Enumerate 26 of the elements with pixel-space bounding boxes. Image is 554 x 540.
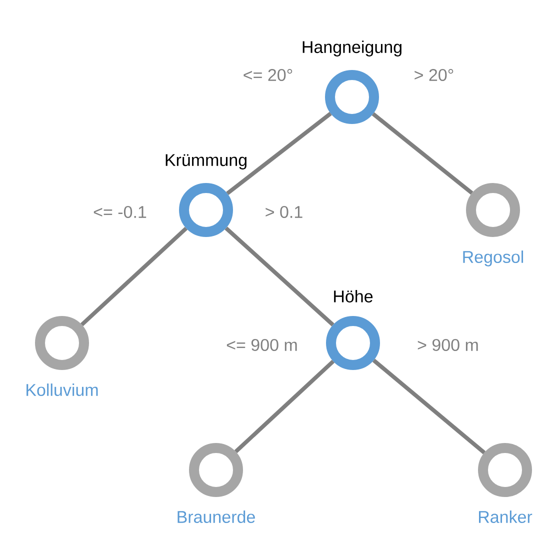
ring-node: Hangneigung — [302, 40, 402, 124]
edge-label: > 0.1 — [264, 204, 304, 219]
node-label: Braunerde — [178, 510, 255, 524]
node-label: Krümmung — [166, 154, 246, 170]
node-label: Regosol — [463, 250, 524, 266]
node-label: Ranker — [478, 510, 532, 524]
ring-node: Regosol — [463, 182, 524, 266]
branch-line — [224, 226, 334, 326]
branch-line — [80, 226, 188, 326]
node-label: Hangneigung — [302, 40, 402, 56]
branch-line — [372, 112, 474, 195]
branch-line — [234, 360, 335, 454]
ring-node: Krümmung — [166, 154, 246, 237]
ring-node: Braunerde — [178, 442, 255, 523]
edge-label: <= 900 m — [225, 338, 299, 352]
edge-label: <= -0.1 — [92, 204, 148, 219]
edge-label: > 900 m — [416, 338, 480, 352]
node-label: Höhe — [334, 290, 373, 302]
edge-label: > 20° — [412, 68, 456, 82]
ring-node: Kolluvium — [26, 316, 98, 396]
branch-line — [372, 358, 486, 454]
node-label: Kolluvium — [26, 384, 98, 396]
edge-label: <= 20° — [242, 68, 294, 82]
branch-line — [226, 112, 332, 196]
ring-node: Höhe — [326, 290, 380, 370]
ring-node: Ranker — [478, 442, 532, 523]
